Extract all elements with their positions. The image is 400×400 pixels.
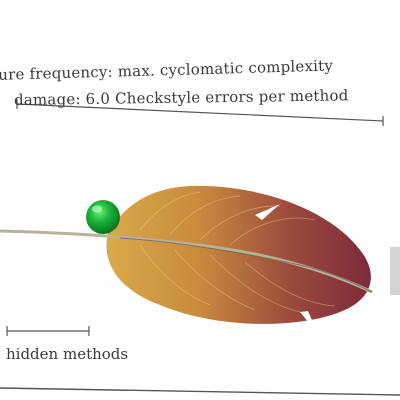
feather-shaft xyxy=(0,229,373,294)
feather-shaft-core xyxy=(119,237,373,293)
feather-barbs xyxy=(139,191,336,313)
legend-hidden-methods: hidden methods xyxy=(6,345,129,363)
feather-notch-top xyxy=(255,204,280,220)
feather-notch-bottom xyxy=(300,311,318,334)
clipped-edge-glyph xyxy=(390,247,400,295)
green-node-highlight xyxy=(92,205,102,213)
feather-vane xyxy=(106,185,371,324)
bottom-divider xyxy=(0,387,400,396)
scale-bar-line xyxy=(16,103,384,122)
